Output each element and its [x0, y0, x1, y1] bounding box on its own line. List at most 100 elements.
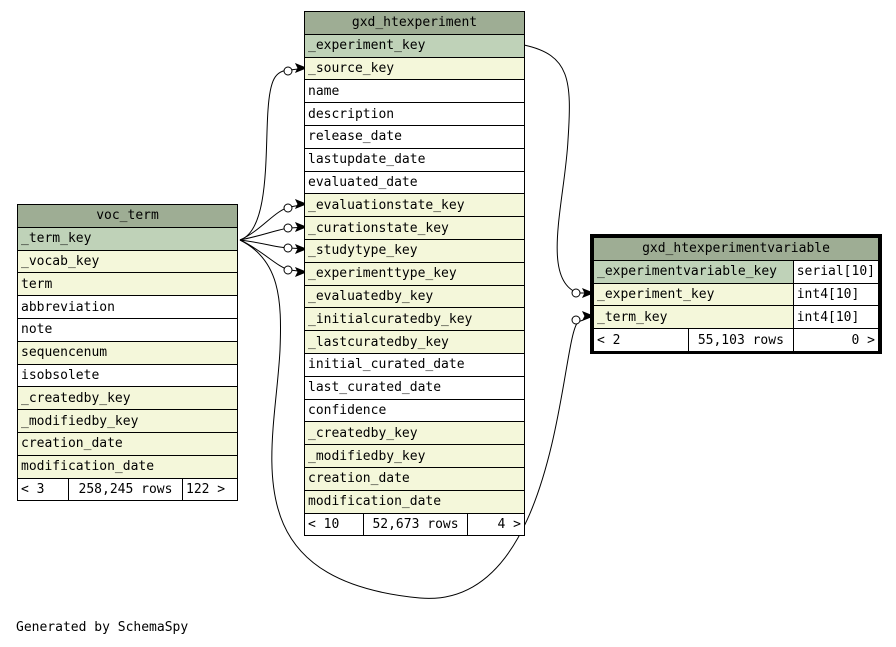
- column-name[interactable]: _createdby_key: [17, 386, 238, 411]
- column-name[interactable]: creation_date: [304, 466, 525, 491]
- relation-evaluationstate-key: [239, 203, 307, 241]
- column-name[interactable]: release_date: [304, 124, 525, 149]
- optional-circle: [571, 288, 581, 298]
- table-title[interactable]: gxd_htexperimentvariable: [593, 237, 879, 261]
- column-name[interactable]: evaluated_date: [304, 170, 525, 195]
- table-row[interactable]: term: [17, 272, 238, 297]
- column-name[interactable]: _vocab_key: [17, 249, 238, 274]
- table-frame-highlight: gxd_htexperimentvariable _experimentvari…: [590, 234, 882, 354]
- column-name[interactable]: _experiment_key: [304, 33, 525, 58]
- children-count[interactable]: 0 >: [792, 328, 880, 352]
- relation-source-key: [239, 67, 307, 241]
- optional-circle: [283, 243, 293, 253]
- column-name[interactable]: _createdby_key: [304, 421, 525, 446]
- column-name[interactable]: _term_key: [593, 305, 794, 330]
- column-name[interactable]: name: [304, 79, 525, 104]
- column-name[interactable]: isobsolete: [17, 363, 238, 388]
- row-count: 55,103 rows: [688, 328, 794, 352]
- table-row[interactable]: _vocab_key: [17, 249, 238, 274]
- column-name[interactable]: confidence: [304, 398, 525, 423]
- table-row[interactable]: _createdby_key: [17, 386, 238, 411]
- column-name[interactable]: _lastcuratedby_key: [304, 330, 525, 354]
- table-row[interactable]: _createdby_key: [304, 421, 525, 446]
- column-name[interactable]: _experiment_key: [593, 282, 794, 307]
- children-count[interactable]: 4 >: [467, 512, 525, 537]
- table-row[interactable]: _term_key: [17, 226, 238, 251]
- table-row[interactable]: modification_date: [17, 454, 238, 479]
- table-row[interactable]: release_date: [304, 124, 525, 149]
- column-name[interactable]: _experimenttype_key: [304, 261, 525, 286]
- table-gxd-htexperiment[interactable]: gxd_htexperiment _experiment_key_source_…: [304, 11, 525, 537]
- column-type: serial[10]: [792, 259, 880, 284]
- table-row[interactable]: abbreviation: [17, 295, 238, 319]
- column-name[interactable]: sequencenum: [17, 340, 238, 365]
- table-row[interactable]: _experimenttype_key: [304, 261, 525, 286]
- column-name[interactable]: note: [17, 317, 238, 342]
- optional-circle: [571, 315, 581, 325]
- table-row[interactable]: _experiment_key: [304, 33, 525, 58]
- table-row[interactable]: _curationstate_key: [304, 216, 525, 240]
- table-row[interactable]: creation_date: [304, 466, 525, 491]
- parents-count[interactable]: < 3: [17, 477, 69, 502]
- table-row[interactable]: _modifiedby_key: [17, 409, 238, 433]
- column-name[interactable]: modification_date: [17, 454, 238, 479]
- column-name[interactable]: _evaluationstate_key: [304, 193, 525, 218]
- table-row[interactable]: creation_date: [17, 431, 238, 456]
- table-row[interactable]: _initialcuratedby_key: [304, 307, 525, 332]
- table-row[interactable]: confidence: [304, 398, 525, 423]
- column-name[interactable]: abbreviation: [17, 295, 238, 319]
- table-title[interactable]: gxd_htexperiment: [304, 11, 525, 35]
- column-name[interactable]: _evaluatedby_key: [304, 284, 525, 309]
- column-name[interactable]: _source_key: [304, 56, 525, 81]
- column-name[interactable]: term: [17, 272, 238, 297]
- table-row[interactable]: _source_key: [304, 56, 525, 81]
- column-name[interactable]: _modifiedby_key: [17, 409, 238, 433]
- column-name[interactable]: lastupdate_date: [304, 147, 525, 172]
- column-name[interactable]: _term_key: [17, 226, 238, 251]
- table-row[interactable]: modification_date: [304, 489, 525, 514]
- table-row[interactable]: name: [304, 79, 525, 104]
- relation-variable-experiment-key: [523, 44, 593, 294]
- parents-count[interactable]: < 2: [593, 328, 689, 352]
- row-count: 52,673 rows: [363, 512, 468, 537]
- table-row[interactable]: last_curated_date: [304, 375, 525, 400]
- table-row[interactable]: _studytype_key: [304, 238, 525, 263]
- table-title[interactable]: voc_term: [17, 204, 238, 228]
- column-name[interactable]: description: [304, 102, 525, 126]
- column-name[interactable]: modification_date: [304, 489, 525, 514]
- column-type: int4[10]: [792, 282, 880, 307]
- table-row[interactable]: description: [304, 102, 525, 126]
- column-name[interactable]: _studytype_key: [304, 238, 525, 263]
- generated-by-label: Generated by SchemaSpy: [16, 620, 189, 635]
- column-name[interactable]: _modifiedby_key: [304, 444, 525, 468]
- column-name[interactable]: _curationstate_key: [304, 216, 525, 240]
- table-row[interactable]: evaluated_date: [304, 170, 525, 195]
- table-row[interactable]: _evaluationstate_key: [304, 193, 525, 218]
- table-row[interactable]: sequencenum: [17, 340, 238, 365]
- column-name[interactable]: initial_curated_date: [304, 352, 525, 377]
- table-row[interactable]: _evaluatedby_key: [304, 284, 525, 309]
- optional-circle: [283, 203, 293, 213]
- parents-count[interactable]: < 10: [304, 512, 364, 537]
- relation-variable-term-key: [239, 239, 594, 599]
- column-name[interactable]: creation_date: [17, 431, 238, 456]
- table-row[interactable]: note: [17, 317, 238, 342]
- table-row[interactable]: _modifiedby_key: [304, 444, 525, 468]
- table-gxd-htexperimentvariable[interactable]: gxd_htexperimentvariable _experimentvari…: [593, 237, 880, 352]
- column-name[interactable]: last_curated_date: [304, 375, 525, 400]
- table-row[interactable]: isobsolete: [17, 363, 238, 388]
- table-row[interactable]: lastupdate_date: [304, 147, 525, 172]
- column-name[interactable]: _initialcuratedby_key: [304, 307, 525, 332]
- table-row[interactable]: initial_curated_date: [304, 352, 525, 377]
- optional-circle: [283, 66, 293, 76]
- column-name[interactable]: _experimentvariable_key: [593, 259, 794, 284]
- children-count[interactable]: 122 >: [182, 477, 238, 502]
- column-type: int4[10]: [792, 305, 880, 330]
- row-count: 258,245 rows: [68, 477, 183, 502]
- table-row[interactable]: _lastcuratedby_key: [304, 330, 525, 354]
